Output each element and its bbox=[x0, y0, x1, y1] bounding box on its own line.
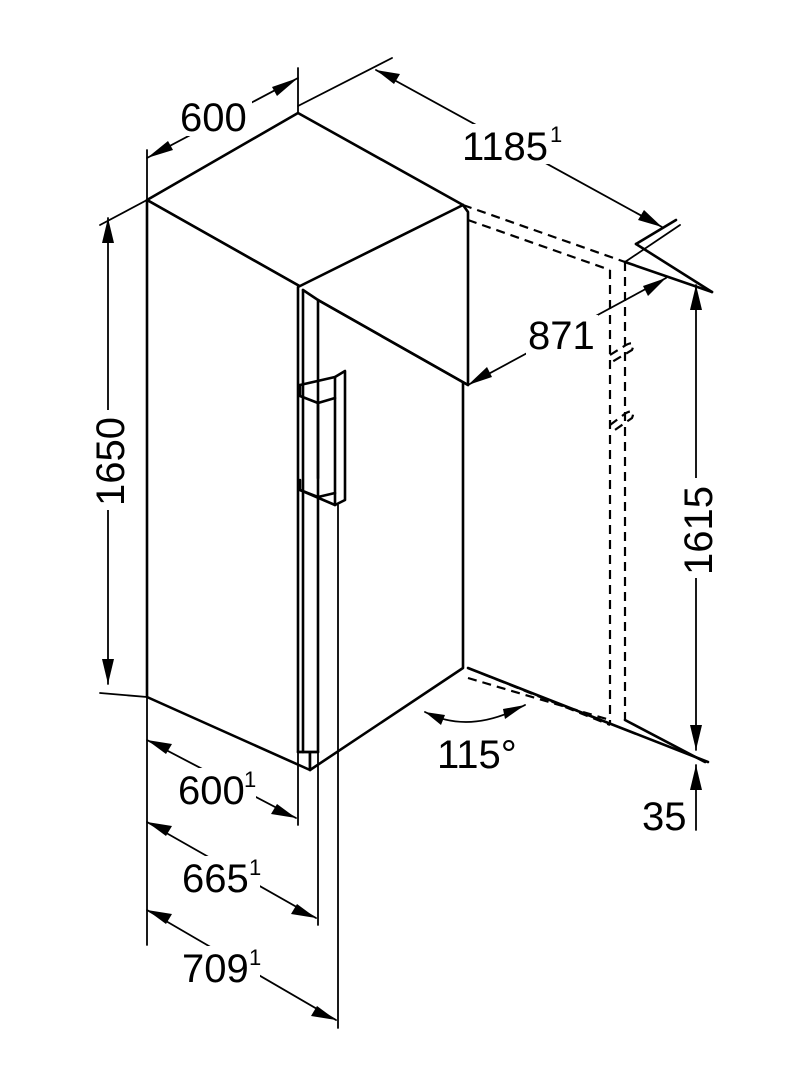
label-depth-body: 600 bbox=[178, 769, 245, 813]
label-height: 1650 bbox=[89, 417, 133, 506]
front-face bbox=[145, 198, 312, 772]
label-door-clearance: 871 bbox=[528, 314, 595, 358]
open-door-outline bbox=[462, 203, 635, 727]
label-depth-door: 665 bbox=[182, 857, 249, 901]
door-inner-line bbox=[316, 298, 470, 387]
label-depth-open-note: 1 bbox=[550, 122, 562, 147]
door-top-edge bbox=[301, 288, 320, 302]
label-niche-height: 1615 bbox=[677, 486, 721, 575]
label-opening-angle: 115° bbox=[437, 733, 517, 777]
wall-lines bbox=[466, 218, 714, 764]
label-depth-open: 1185 bbox=[462, 125, 548, 169]
label-floor-offset: 35 bbox=[642, 795, 687, 839]
label-depth-handle-note: 1 bbox=[249, 945, 261, 970]
door-handle bbox=[298, 369, 347, 507]
label-depth-body-note: 1 bbox=[244, 767, 256, 792]
label-depth-door-note: 1 bbox=[249, 855, 261, 880]
label-depth-handle: 709 bbox=[182, 947, 249, 991]
label-width: 600 bbox=[180, 96, 247, 140]
